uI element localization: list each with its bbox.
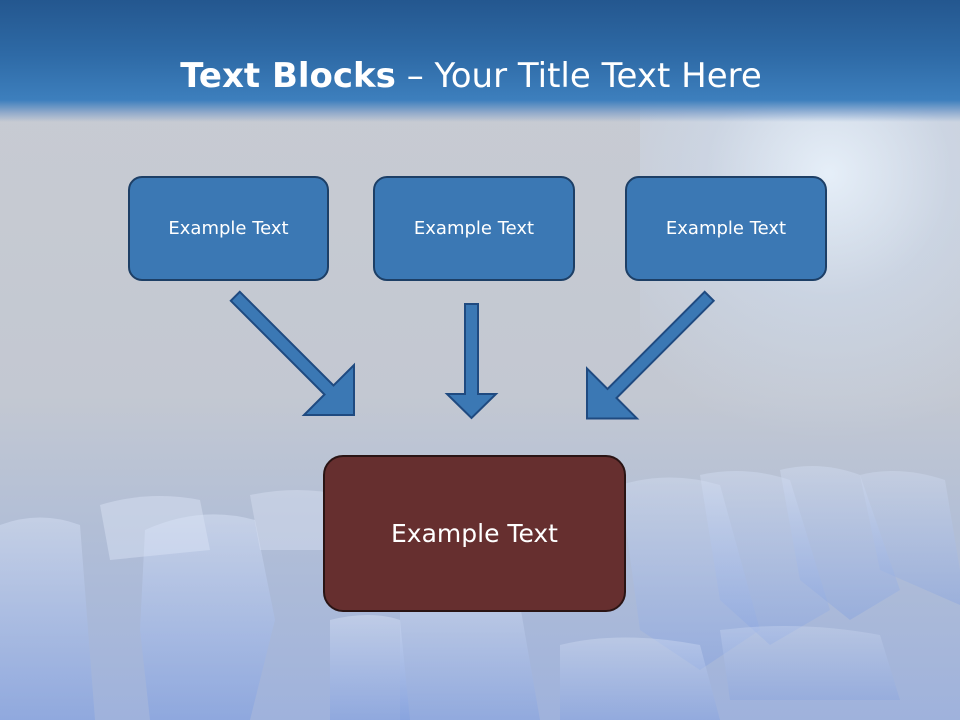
top-box-left: Example Text (128, 176, 329, 281)
top-box-right: Example Text (625, 176, 827, 281)
top-box-left-label: Example Text (168, 218, 289, 239)
title-bar (0, 0, 960, 122)
top-box-right-label: Example Text (665, 218, 787, 239)
bottom-box-center: Example Text (323, 455, 626, 612)
bottom-box-label: Example Text (391, 519, 558, 548)
title-rest-text: – Your Title Text Here (395, 56, 762, 96)
top-box-center-label: Example Text (413, 218, 535, 239)
top-box-center: Example Text (373, 176, 575, 281)
arrow-center-down (444, 303, 499, 420)
slide-title: Text Blocks – Your Title Text Here (0, 56, 942, 96)
spotlight-glow (640, 90, 960, 510)
theater-seats-background (0, 466, 960, 720)
title-bold-text: Text Blocks (180, 56, 396, 96)
arrow-right-to-center (586, 290, 716, 420)
arrow-left-to-center (229, 290, 355, 416)
